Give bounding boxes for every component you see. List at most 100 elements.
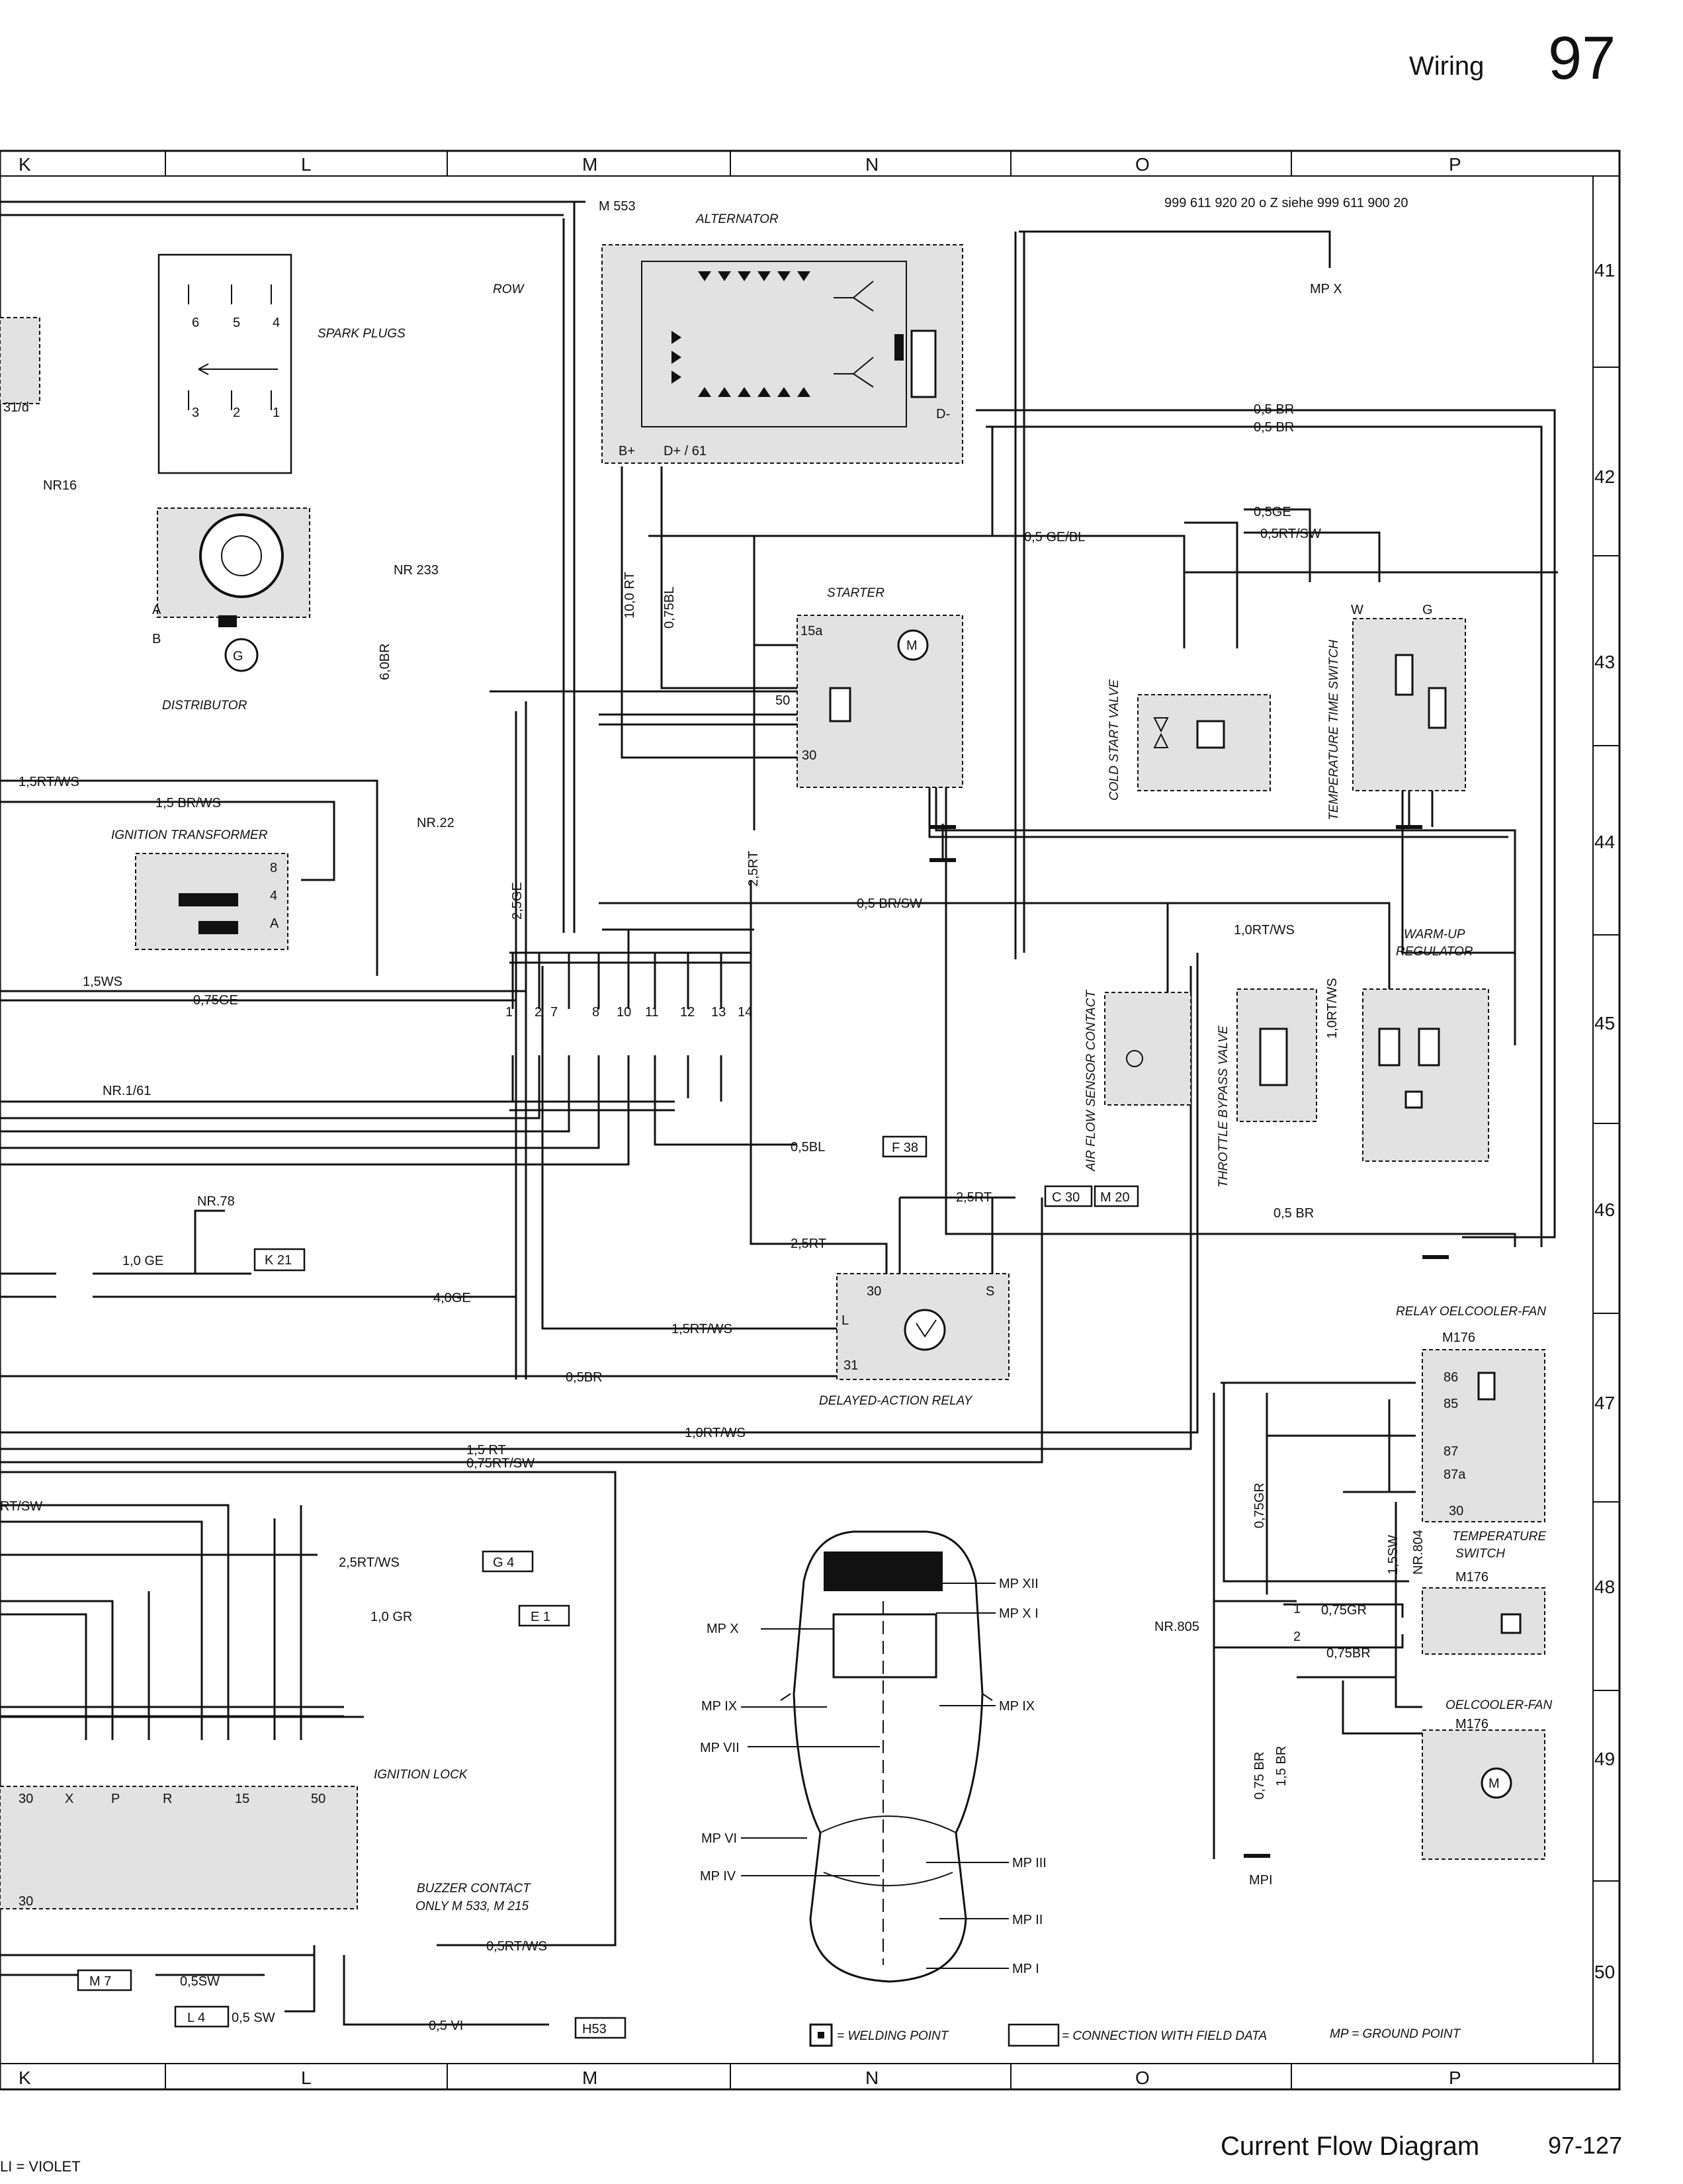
footer-title: Current Flow Diagram (1221, 2132, 1480, 2161)
legend: = WELDING POINT = CONNECTION WITH FIELD … (809, 2023, 1461, 2047)
temp-switch-label-1: TEMPERATURE (1452, 1530, 1546, 1544)
gp-mp-ix-r: MP IX (999, 1699, 1035, 1714)
lock-30: 30 (19, 1792, 33, 1806)
distributor-label: DISTRIBUTOR (162, 699, 247, 713)
lock-15: 15 (235, 1792, 249, 1806)
throttle-bypass-valve: THROTTLE BYPASS VALVE (1217, 988, 1317, 1188)
col-m-top: M (582, 154, 597, 175)
row-43: 43 (1594, 652, 1615, 672)
lock-x: X (65, 1792, 73, 1806)
warmup-label-1: WARM-UP (1404, 928, 1465, 941)
label-sw-1: 1 (1293, 1602, 1301, 1616)
starter-50: 50 (775, 693, 790, 708)
label-brws15: 1,5 BR/WS (155, 796, 221, 810)
m176-b: M176 (1455, 1570, 1489, 1585)
pin-w: W (1351, 603, 1363, 617)
box-f38: F 38 (892, 1141, 918, 1155)
box-l4: L 4 (187, 2011, 205, 2025)
relay-31: 31 (843, 1358, 858, 1373)
row-47: 47 (1594, 1393, 1615, 1413)
rectifier-diodes (671, 271, 810, 397)
column-labels-top: K L M N O P (19, 154, 1461, 175)
distributor-a: A (152, 603, 161, 617)
plug-5: 5 (233, 316, 240, 330)
plug-1: 1 (273, 406, 280, 420)
label-rt25-b: 2,5RT (956, 1190, 992, 1205)
label-nr22: NR.22 (417, 816, 454, 830)
buzzer-label-1: BUZZER CONTACT (417, 1882, 531, 1896)
label-rt25-v: 2,5RT (746, 851, 761, 887)
label-nr804: NR.804 (1411, 1530, 1426, 1575)
box-g4: G 4 (493, 1555, 514, 1570)
label-part-no: 999 611 920 20 o Z siehe 999 611 900 20 (1164, 196, 1408, 210)
label-br-a: 0,5 BR (1254, 402, 1294, 417)
conn-pin-2: 2 (535, 1005, 542, 1020)
box-h53: H53 (582, 2022, 607, 2036)
pin-30: 30 (1449, 1504, 1463, 1518)
alternator-d-minus: D- (936, 407, 950, 421)
conn-pin-1: 1 (505, 1005, 513, 1020)
col-o-top: O (1135, 154, 1150, 175)
lock-pin-30: 30 (19, 1894, 33, 1909)
label-ge10: 1,0 GE (122, 1254, 163, 1268)
relay-l: L (842, 1313, 849, 1328)
plug-2: 2 (233, 406, 240, 420)
label-gr075-v: 0,75GR (1252, 1483, 1267, 1528)
col-k-bottom: K (19, 2068, 31, 2088)
alternator-b-plus: B+ (619, 444, 635, 459)
throttle-bypass-label: THROTTLE BYPASS VALVE (1217, 1026, 1230, 1188)
distributor-g: G (233, 649, 243, 664)
pin-86: 86 (1444, 1370, 1458, 1385)
conn-pin-12: 12 (680, 1005, 695, 1020)
oelcooler-fan-label: OELCOOLER-FAN (1446, 1698, 1552, 1712)
box-k21: K 21 (265, 1253, 292, 1268)
label-nr233: NR 233 (394, 563, 439, 578)
starter-label: STARTER (827, 586, 885, 600)
gp-mp-ii: MP II (1012, 1913, 1043, 1927)
buzzer-label-2: ONLY M 533, M 215 (415, 1900, 529, 1913)
color-legend: LI = VIOLET (0, 2158, 81, 2175)
left-component: 31/d NR16 (0, 317, 77, 493)
label-rtsw-left: RT/SW (0, 1499, 42, 1514)
relay-oelcooler-fan: RELAY OELCOOLER-FAN M176 86 85 87 87a 30 (1396, 1305, 1546, 1522)
footer-page-ref: 97-127 (1548, 2132, 1623, 2159)
label-rtws10-b: 1,0RT/WS (685, 1426, 746, 1440)
label-mpi: MPI (1249, 1873, 1273, 1888)
relay-s: S (986, 1284, 994, 1299)
ignition-lock: IGNITION LOCK 30 X P R 15 50 30 BUZZER C… (0, 1768, 531, 1913)
label-rt15: 1,5 RT (466, 1443, 506, 1458)
pin-87a: 87a (1444, 1467, 1466, 1482)
alternator-d-plus: D+ / 61 (664, 444, 707, 459)
label-rtws15-b: 1,5RT/WS (671, 1322, 732, 1336)
temperature-time-switch: TEMPERATURE TIME SWITCH W G (1327, 603, 1466, 820)
col-n-bottom: N (865, 2068, 879, 2088)
label-vi05: 0,5 VI (429, 2019, 463, 2033)
row-44: 44 (1594, 832, 1615, 852)
row-46: 46 (1594, 1200, 1615, 1220)
gp-mp-vi: MP VI (701, 1831, 737, 1846)
transformer-4: 4 (270, 889, 277, 903)
box-m7: M 7 (89, 1974, 111, 1989)
row-45: 45 (1594, 1013, 1615, 1033)
col-m-bottom: M (582, 2068, 597, 2088)
gp-mp-iii: MP III (1012, 1856, 1047, 1870)
label-sw15: 1,5SW (1386, 1535, 1401, 1575)
alternator: ALTERNATOR B+ D+ / 61 D- (601, 212, 963, 464)
page-number: 97 (1548, 24, 1616, 92)
box-c30: C 30 (1052, 1190, 1080, 1205)
row-49: 49 (1594, 1749, 1615, 1769)
left-31d: 31/d (3, 400, 29, 415)
label-br60: 6,0BR (378, 643, 392, 680)
label-br-b: 0,5 BR (1254, 420, 1294, 435)
starter-30: 30 (802, 748, 816, 763)
air-flow-sensor: AIR FLOW SENSOR CONTACT (1084, 990, 1191, 1172)
row-dividers (1593, 367, 1619, 1882)
col-o-bottom: O (1135, 2068, 1150, 2088)
transformer-8: 8 (270, 861, 277, 875)
label-bl075: 0,75BL (662, 587, 677, 629)
label-ge40: 4,0GE (433, 1291, 471, 1305)
row-41: 41 (1594, 260, 1615, 281)
pin-85: 85 (1444, 1397, 1458, 1411)
relay-oelcooler-label: RELAY OELCOOLER-FAN (1396, 1305, 1546, 1319)
label-gebl: 0,5 GE/BL (1024, 530, 1085, 545)
